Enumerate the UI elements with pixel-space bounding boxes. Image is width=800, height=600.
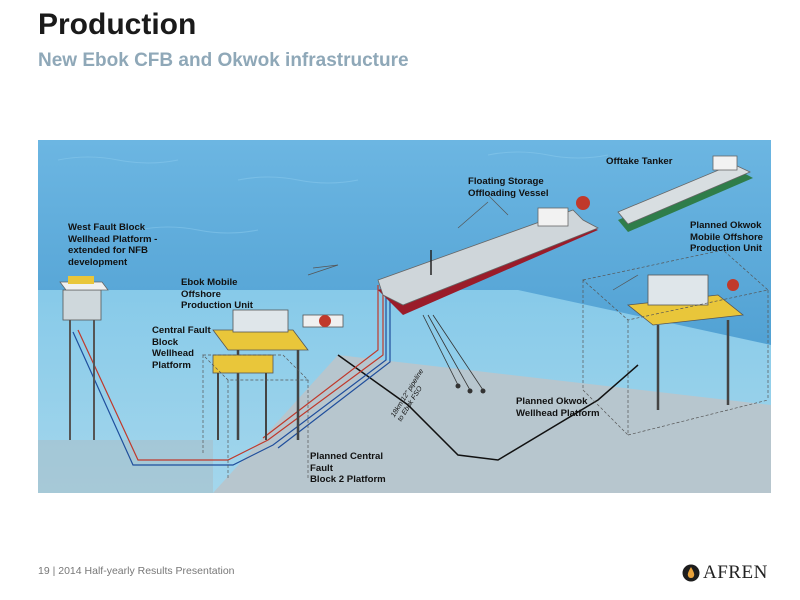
label-ebok-mopu: Ebok Mobile Offshore Production Unit [181, 277, 253, 311]
offtake-tanker [617, 155, 753, 232]
footer: 19 | 2014 Half-yearly Results Presentati… [38, 565, 235, 577]
afren-logo: AFREN [682, 562, 768, 584]
label-fso-vessel: Floating Storage Offloading Vessel [468, 176, 549, 199]
fso-vessel [377, 196, 599, 315]
logo-text: AFREN [703, 562, 768, 583]
label-okwok-mopu: Planned Okwok Mobile Offshore Production… [690, 220, 764, 254]
oil-drop-icon [682, 564, 700, 582]
label-central-fault-block: Central Fault Block Wellhead Platform [152, 325, 211, 371]
central-fault-2-frame [202, 354, 309, 480]
seabed [213, 355, 771, 493]
okwok-frame [582, 249, 769, 436]
okwok-mopu [626, 274, 745, 410]
footer-text: | 2014 Half-yearly Results Presentation [52, 565, 235, 577]
label-okwok-wellhead: Planned Okwok Wellhead Platform [516, 396, 600, 419]
page-title: Production [38, 8, 197, 41]
label-offtake-tanker: Offtake Tanker [606, 156, 673, 167]
infrastructure-diagram: West Fault Block Wellhead Platform - ext… [38, 140, 771, 493]
page-subtitle: New Ebok CFB and Okwok infrastructure [38, 50, 409, 71]
label-west-fault-block: West Fault Block Wellhead Platform - ext… [68, 222, 158, 268]
pipeline-route [337, 354, 639, 461]
diagram-illustration [38, 140, 771, 493]
page-number: 19 [38, 565, 50, 577]
ebok-mopu [212, 309, 344, 440]
west-fault-platform [59, 276, 109, 440]
label-central-fault-2: Planned Central Fault Block 2 Platform [310, 451, 386, 485]
